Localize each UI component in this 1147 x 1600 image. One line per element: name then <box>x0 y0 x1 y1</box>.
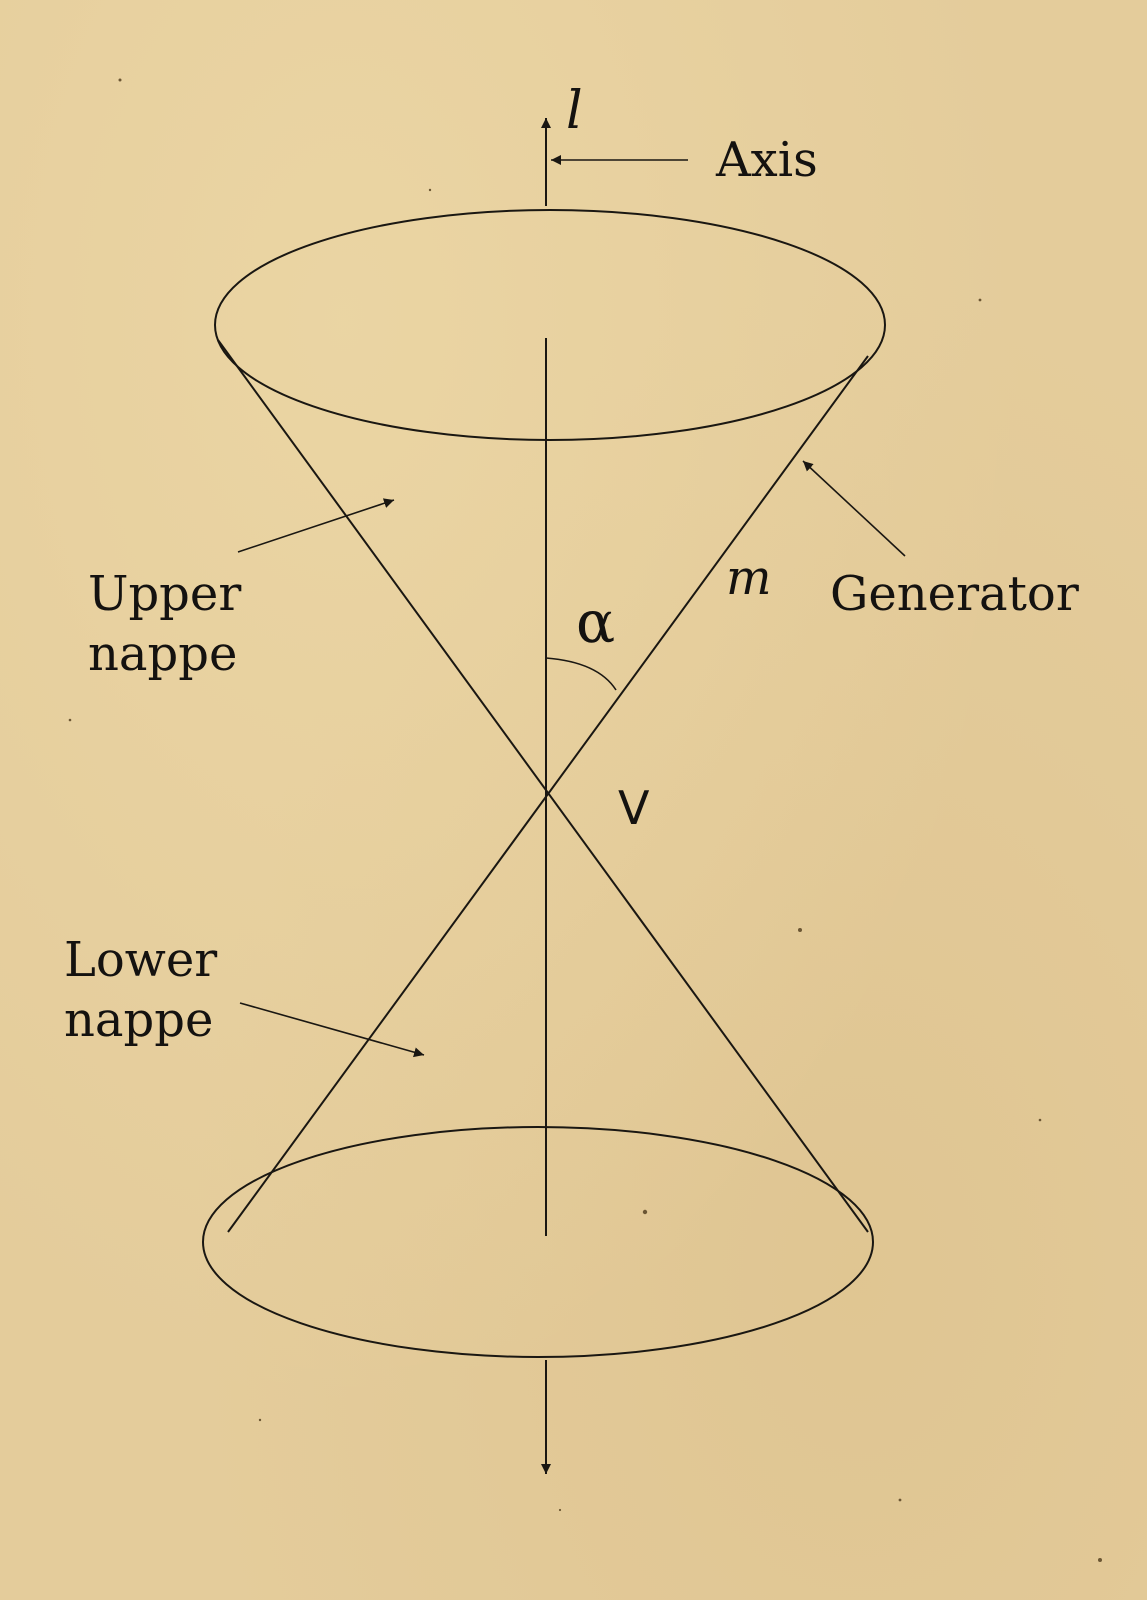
axis-label: Axis <box>715 132 818 188</box>
generator-line-left-top <box>217 339 869 1233</box>
upper-nappe-pointer-arrow <box>237 498 395 553</box>
axis-symbol-label: l <box>566 81 583 141</box>
lower-ellipse <box>202 1126 874 1358</box>
lower-nappe-pointer-arrow <box>239 1002 425 1058</box>
paper-texture <box>68 78 1102 1562</box>
angle-arc <box>545 657 617 691</box>
generator-pointer-arrow <box>802 460 906 557</box>
lower-nappe-label-line1: Lower <box>64 932 217 988</box>
generator-line-right-top <box>227 355 869 1233</box>
upper-nappe-label-line2: nappe <box>88 626 237 682</box>
vertex-label: V <box>618 781 650 835</box>
generator-symbol-label: m <box>726 550 772 606</box>
lower-nappe-label-line2: nappe <box>64 992 213 1048</box>
upper-nappe-label-line1: Upper <box>88 566 241 622</box>
angle-label: α <box>576 588 615 656</box>
generator-label: Generator <box>830 566 1079 622</box>
upper-ellipse <box>214 209 886 441</box>
